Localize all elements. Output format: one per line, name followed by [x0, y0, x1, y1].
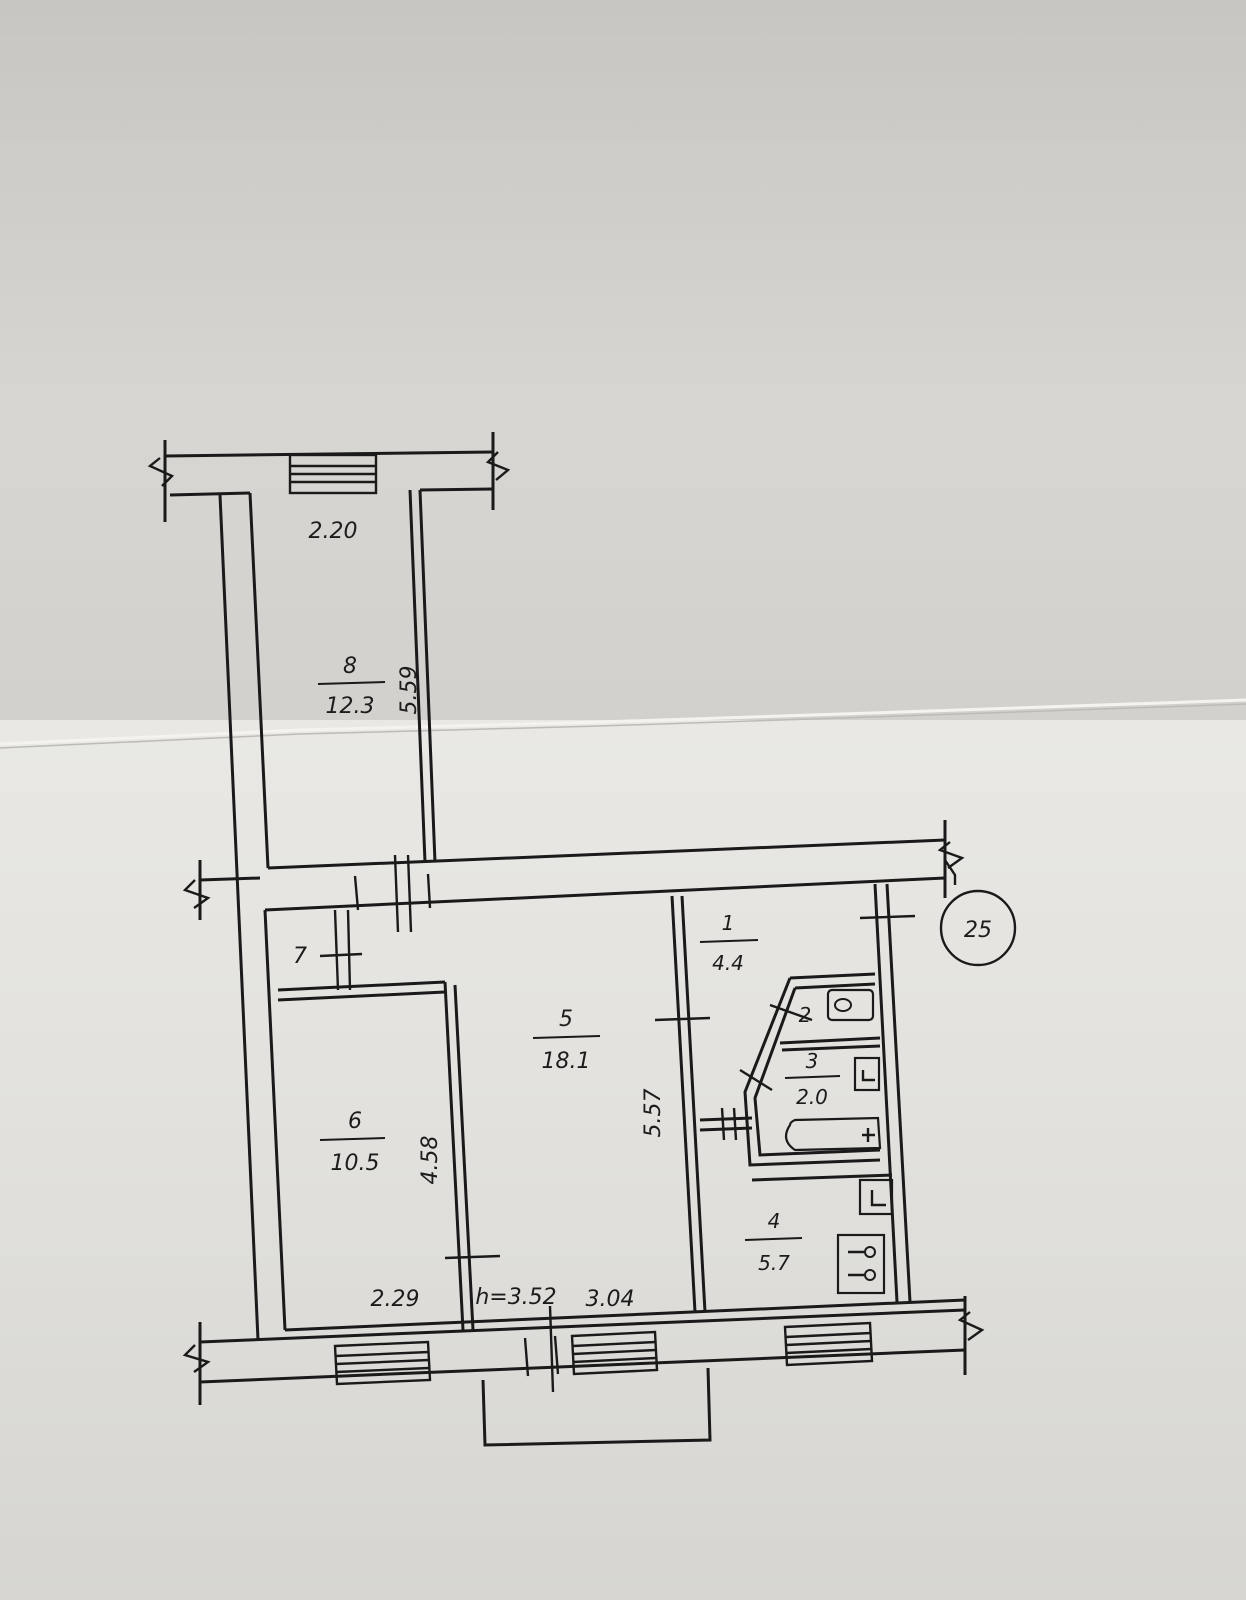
room-7-label: 7 — [293, 944, 307, 969]
dimension-room8-width: 2.20 — [309, 519, 358, 544]
dimension-room5-width: 3.04 — [586, 1287, 635, 1312]
sink-icon-bathroom — [853, 1056, 881, 1092]
toilet-icon — [826, 988, 875, 1022]
room-area: 2.0 — [796, 1085, 828, 1109]
room-area: 10.5 — [331, 1151, 380, 1176]
window-kitchen — [783, 1321, 874, 1367]
apartment-number-badge: 25 — [939, 859, 1017, 967]
room-8-label: 8 12.3 — [317, 654, 386, 719]
paper-upper-half — [0, 0, 1246, 760]
room-area: 12.3 — [326, 694, 375, 719]
dimension-room6-length: 4.58 — [418, 1136, 443, 1185]
bathtub-icon — [784, 1116, 882, 1152]
room-number: 8 — [343, 654, 357, 679]
balcony — [481, 1367, 712, 1447]
room-3-label: 3 2.0 — [784, 1049, 841, 1109]
room-number: 3 — [806, 1049, 819, 1073]
room-4-label: 4 5.7 — [744, 1209, 803, 1275]
room-number: 2 — [799, 1003, 812, 1027]
room-area: 5.7 — [758, 1251, 790, 1275]
room-number: 6 — [348, 1109, 362, 1134]
room-2-label: 2 — [799, 1003, 812, 1027]
paper-lower-half — [0, 720, 1246, 1600]
dimension-room8-length: 5.59 — [397, 666, 422, 715]
room-5-label: 5 18.1 — [532, 1007, 601, 1074]
closet-walls — [277, 909, 446, 1002]
window-room5 — [570, 1330, 659, 1376]
outer-walls — [147, 432, 985, 1405]
room-1-label: 1 4.4 — [699, 911, 759, 975]
bathroom-walls — [699, 972, 893, 1182]
window-room6 — [333, 1340, 432, 1386]
room-number: 7 — [293, 944, 307, 969]
room-6-label: 6 10.5 — [319, 1109, 386, 1176]
balcony-door — [523, 1305, 560, 1393]
window-room8 — [288, 453, 378, 495]
kitchen-sink-icon — [858, 1178, 894, 1216]
room-number: 4 — [768, 1209, 781, 1233]
dimension-room6-width: 2.29 — [371, 1287, 420, 1312]
ceiling-height: h=3.52 — [475, 1285, 556, 1310]
room6-walls — [443, 981, 501, 1331]
stove-icon — [836, 1233, 886, 1295]
room-number: 5 — [559, 1007, 573, 1032]
dimension-room5-length: 5.57 — [641, 1089, 666, 1138]
room-number: 1 — [722, 911, 735, 935]
apartment-number: 25 — [964, 918, 992, 943]
kitchen-right-wall — [859, 883, 916, 1303]
room-area: 4.4 — [712, 951, 744, 975]
room-area: 18.1 — [542, 1049, 591, 1074]
hall-partition — [654, 895, 711, 1313]
